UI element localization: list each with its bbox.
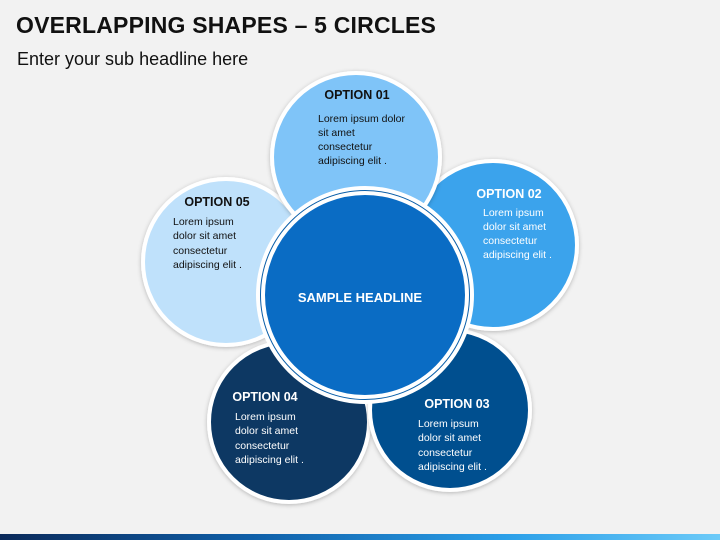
option-03-line-3: consectetur (418, 447, 473, 459)
option-02-line-2: dolor sit amet (483, 221, 546, 233)
option-01-line-3: consectetur (318, 141, 373, 153)
center-headline: SAMPLE HEADLINE (298, 290, 423, 305)
page-subtitle: Enter your sub headline here (17, 49, 249, 69)
center-circle (261, 191, 469, 399)
option-01-body: Lorem ipsum dolor sit amet consectetur a… (318, 113, 408, 167)
bottom-accent-bar (0, 534, 720, 540)
option-02-title: OPTION 02 (476, 187, 541, 201)
option-04-line-2: dolor sit amet (235, 425, 298, 437)
page-title: OVERLAPPING SHAPES – 5 CIRCLES (16, 12, 437, 38)
option-04-title: OPTION 04 (232, 390, 297, 404)
option-01-line-4: adipiscing elit . (318, 155, 387, 167)
option-02-line-4: adipiscing elit . (483, 249, 552, 261)
option-04-body: Lorem ipsum dolor sit amet consectetur a… (235, 411, 304, 466)
option-01-line-2: sit amet (318, 127, 355, 139)
option-02-line-1: Lorem ipsum (483, 207, 544, 219)
option-03-line-4: adipiscing elit . (418, 461, 487, 473)
option-05-line-3: consectetur (173, 245, 228, 257)
option-05-line-2: dolor sit amet (173, 230, 236, 242)
option-05-line-1: Lorem ipsum (173, 216, 234, 228)
option-04-line-3: consectetur (235, 440, 290, 452)
option-03-line-2: dolor sit amet (418, 432, 481, 444)
option-02-line-3: consectetur (483, 235, 538, 247)
option-05-line-4: adipiscing elit . (173, 259, 242, 271)
option-01-line-1: Lorem ipsum dolor (318, 113, 405, 125)
option-03-body: Lorem ipsum dolor sit amet consectetur a… (418, 418, 487, 473)
option-02-body: Lorem ipsum dolor sit amet consectetur a… (483, 207, 552, 261)
option-04-line-1: Lorem ipsum (235, 411, 296, 423)
option-05-title: OPTION 05 (184, 195, 249, 209)
option-04-line-4: adipiscing elit . (235, 454, 304, 466)
option-03-title: OPTION 03 (424, 397, 489, 411)
option-01-title: OPTION 01 (324, 88, 389, 102)
option-03-line-1: Lorem ipsum (418, 418, 479, 430)
option-05-body: Lorem ipsum dolor sit amet consectetur a… (173, 216, 242, 271)
